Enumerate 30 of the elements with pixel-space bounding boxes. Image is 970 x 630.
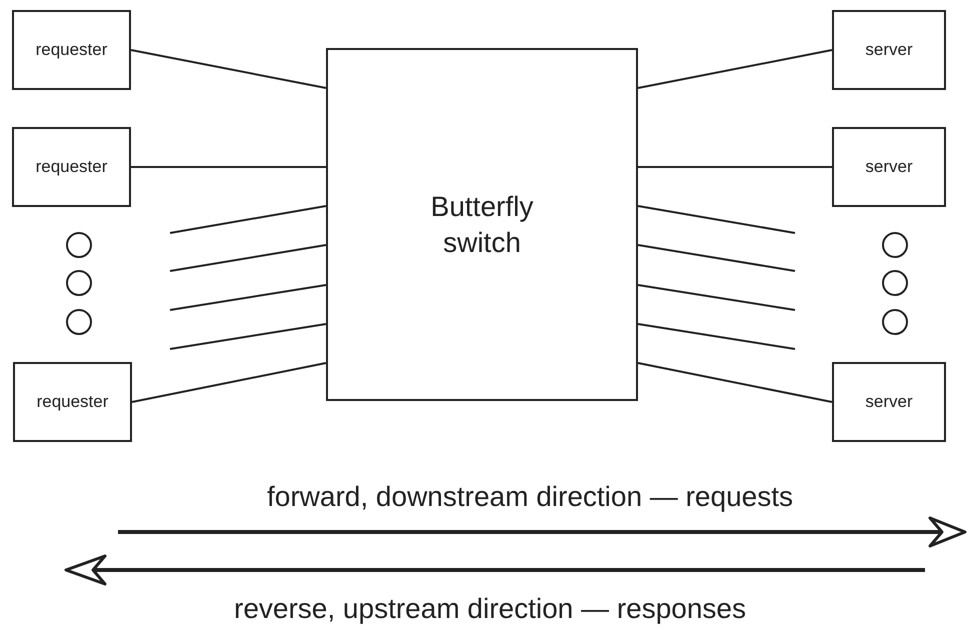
connector-line xyxy=(638,362,832,403)
connector-line xyxy=(131,166,326,168)
node-label: server xyxy=(865,39,913,62)
component-box xyxy=(832,362,946,442)
connector-line xyxy=(638,205,796,234)
connector-line xyxy=(638,166,832,168)
connector-line xyxy=(638,323,796,350)
direction-label: reverse, upstream direction — responses xyxy=(233,592,747,626)
connector-line xyxy=(638,244,796,272)
node-label: requester xyxy=(36,391,108,414)
connector-line xyxy=(170,323,326,350)
component-box xyxy=(832,10,946,90)
connector-line xyxy=(638,284,796,311)
connector-line xyxy=(130,49,326,89)
direction-label: forward, downstream direction — requests xyxy=(266,480,794,514)
connector-line xyxy=(638,49,832,89)
component-box xyxy=(832,127,946,207)
connector-line xyxy=(170,284,326,311)
connector-line xyxy=(170,244,326,272)
connector-line xyxy=(132,362,326,403)
node-label: Butterfly switch xyxy=(430,190,534,260)
component-box xyxy=(12,10,131,90)
node-label: server xyxy=(865,391,913,414)
component-box xyxy=(12,127,131,207)
connector-line xyxy=(170,205,326,234)
switch-box xyxy=(326,48,638,401)
node-label: requester xyxy=(36,39,108,62)
component-box xyxy=(13,362,132,442)
node-label: server xyxy=(865,156,913,178)
node-label: requester xyxy=(36,156,108,178)
